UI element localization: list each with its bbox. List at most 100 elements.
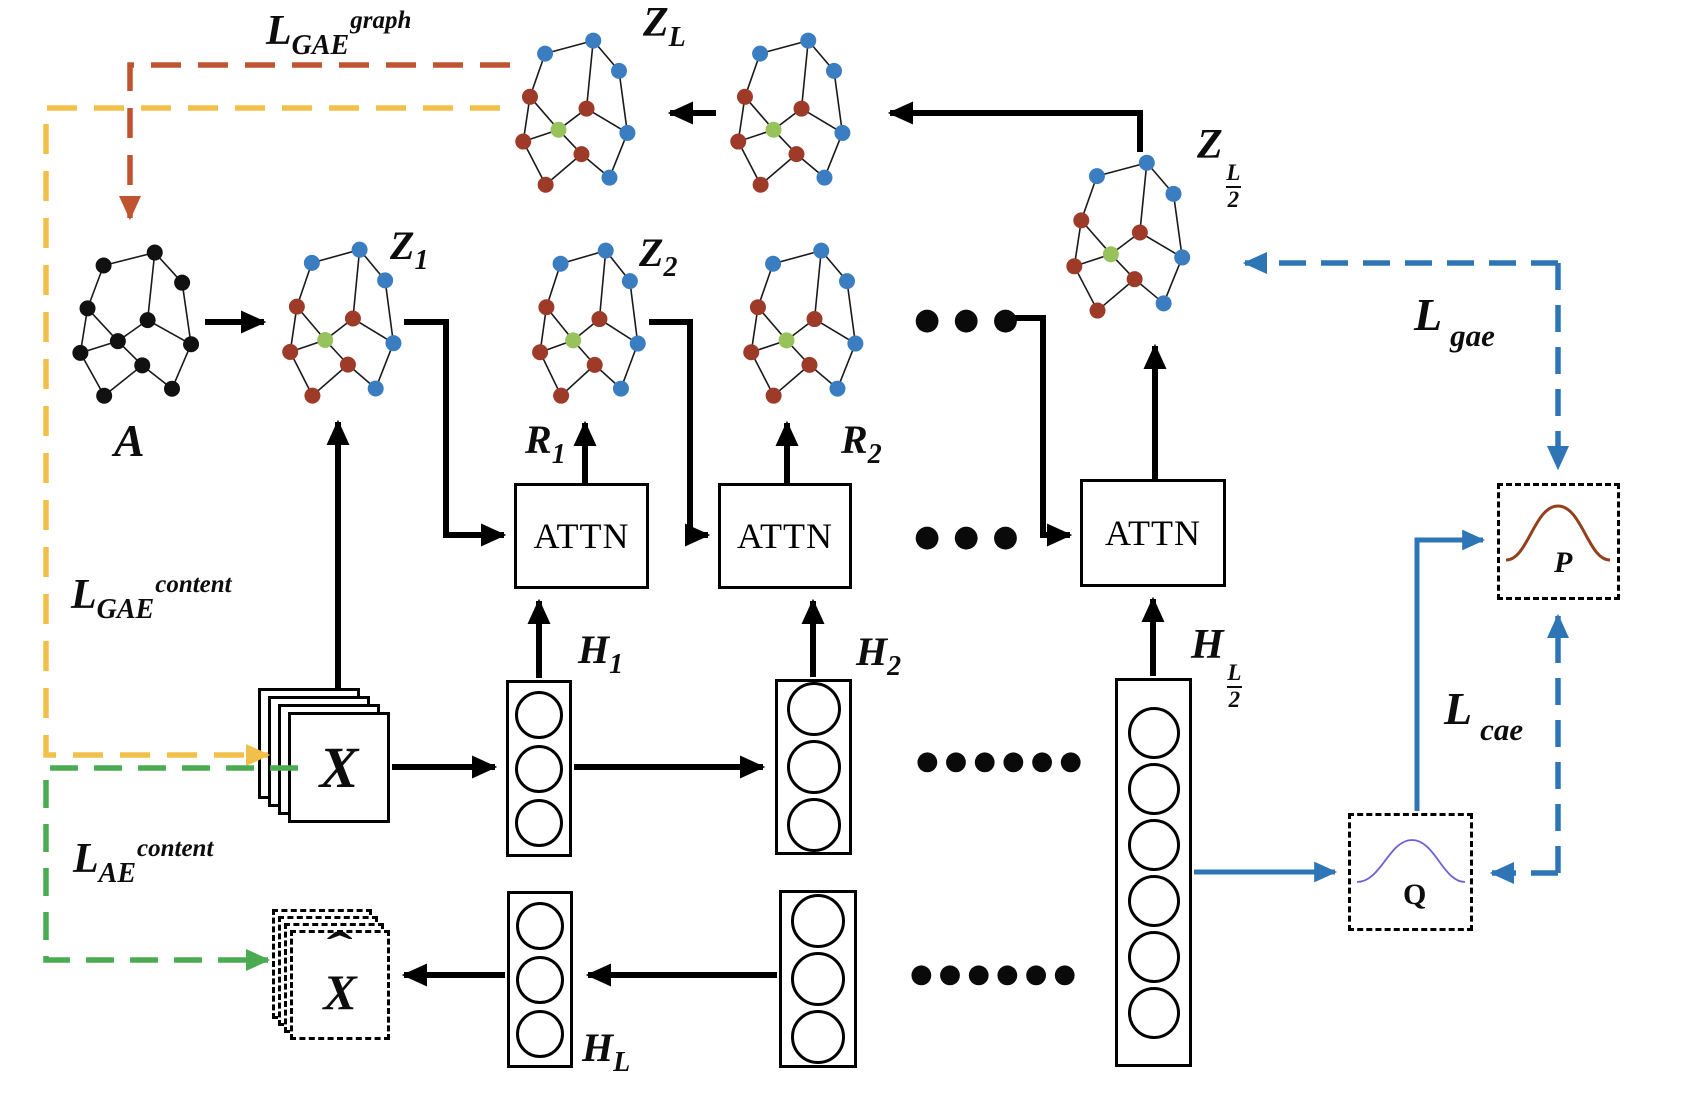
graph-node-blue bbox=[1088, 168, 1105, 185]
decoder-layer-2 bbox=[779, 890, 857, 1068]
graph-zl-half bbox=[1064, 148, 1196, 330]
graph-node-black bbox=[164, 380, 181, 397]
graph-node-green bbox=[765, 121, 782, 138]
graph-node-blue bbox=[1165, 185, 1182, 202]
ellipsis-encoder-row: ●●●●●● bbox=[916, 746, 1089, 776]
graph-node-red bbox=[339, 356, 356, 373]
graph-node-red bbox=[743, 344, 760, 361]
graph-node-green bbox=[1102, 246, 1119, 263]
neuron bbox=[791, 1010, 845, 1064]
p-label: P bbox=[1554, 546, 1573, 579]
loss-gae-graph-arrow bbox=[118, 62, 510, 221]
graph-node-red bbox=[806, 311, 823, 328]
graph-node-blue bbox=[629, 335, 646, 352]
graph-node-black bbox=[96, 387, 113, 404]
graph-node-red bbox=[288, 298, 305, 315]
graph-node-red bbox=[304, 387, 321, 404]
graph-node-red bbox=[532, 344, 549, 361]
label-h-l: HL bbox=[582, 1025, 631, 1078]
neuron bbox=[516, 1009, 564, 1058]
p-curve bbox=[1505, 504, 1611, 562]
graph-node-red bbox=[788, 146, 805, 163]
graph-node-blue bbox=[839, 273, 855, 290]
graph-node-green bbox=[317, 331, 334, 348]
label-z-l: ZL bbox=[643, 0, 686, 53]
graph-node-red bbox=[537, 176, 554, 193]
attn-box-3-label: ATTN bbox=[1105, 513, 1201, 553]
graph-node-blue bbox=[1138, 154, 1155, 171]
xhat-stack-front: ˆ X bbox=[290, 926, 390, 1040]
graph-node-red bbox=[573, 146, 590, 163]
graph-node-blue bbox=[552, 255, 569, 272]
q-distribution-box: Q bbox=[1348, 813, 1473, 931]
graph-node-red bbox=[765, 387, 782, 404]
graph-node-red bbox=[538, 299, 555, 316]
arrow-z1-to-attn1 bbox=[404, 319, 507, 547]
graph-node-red bbox=[793, 100, 810, 117]
arrow-zlhalf-to-stage2 bbox=[887, 101, 1143, 152]
label-loss-ae-content: LAEcontent bbox=[73, 835, 214, 889]
arrow-dots-to-attn3 bbox=[1008, 315, 1073, 547]
graph-node-blue bbox=[385, 335, 402, 352]
graph-node-blue bbox=[1155, 295, 1172, 312]
graph-node-red bbox=[730, 133, 747, 150]
graph-node-black bbox=[95, 257, 112, 274]
graph-node-blue bbox=[537, 45, 554, 62]
label-z-1: Z1 bbox=[390, 223, 429, 276]
graph-node-red bbox=[1066, 258, 1083, 275]
graph-node-blue bbox=[585, 32, 602, 49]
neuron bbox=[515, 798, 563, 847]
graph-node-black bbox=[72, 344, 89, 361]
graph-zl bbox=[513, 26, 641, 204]
neuron bbox=[791, 952, 845, 1006]
graph-node-red bbox=[591, 311, 608, 328]
graph-node-red bbox=[521, 88, 538, 105]
attn-box-2: ATTN bbox=[718, 483, 852, 589]
neuron bbox=[786, 798, 841, 852]
graph-node-red bbox=[752, 176, 769, 193]
attn-box-1: ATTN bbox=[514, 483, 649, 589]
graph-node-blue bbox=[611, 62, 627, 79]
graph-node-red bbox=[553, 387, 570, 404]
graph-node-green bbox=[778, 332, 795, 349]
graph-node-black bbox=[139, 312, 156, 329]
graph-node-red bbox=[736, 88, 753, 105]
attn-box-1-label: ATTN bbox=[533, 516, 630, 556]
label-r-2: R2 bbox=[841, 417, 882, 470]
graph-adjacency-a bbox=[70, 238, 205, 415]
graph-node-red bbox=[282, 343, 299, 360]
graph-node-blue bbox=[597, 242, 614, 259]
neuron bbox=[1127, 874, 1180, 927]
graph-node-red bbox=[801, 356, 818, 373]
graph-node-red bbox=[344, 310, 361, 327]
graph-node-green bbox=[550, 121, 567, 138]
graph-node-red bbox=[1131, 224, 1148, 241]
graph-node-blue bbox=[351, 241, 368, 258]
neuron bbox=[1127, 986, 1180, 1039]
neuron bbox=[1127, 930, 1180, 983]
label-r-1: R1 bbox=[525, 417, 566, 470]
graph-node-blue bbox=[847, 335, 864, 352]
graph-zl-stage2 bbox=[728, 26, 856, 204]
graph-node-blue bbox=[752, 45, 769, 62]
label-adjacency-a: A bbox=[114, 415, 145, 466]
x-label: X bbox=[319, 735, 359, 800]
ellipsis-graph-row: ●●● bbox=[914, 302, 1032, 337]
graph-node-red bbox=[515, 133, 532, 150]
arrow-z2-to-attn2 bbox=[649, 319, 711, 547]
graph-node-red bbox=[749, 299, 766, 316]
graph-node-blue bbox=[829, 380, 846, 397]
graph-node-red bbox=[1073, 212, 1090, 229]
graph-node-red bbox=[586, 356, 603, 373]
label-h-1: H1 bbox=[578, 627, 624, 680]
encoder-layer-h1 bbox=[506, 680, 572, 857]
neuron bbox=[515, 744, 563, 793]
graph-node-blue bbox=[816, 169, 833, 186]
ellipsis-decoder-row: ●●●●●● bbox=[910, 959, 1083, 989]
label-h-2: H2 bbox=[856, 629, 902, 682]
graph-node-blue bbox=[765, 255, 782, 272]
label-loss-gae-graph: LGAEgraph bbox=[266, 7, 412, 61]
